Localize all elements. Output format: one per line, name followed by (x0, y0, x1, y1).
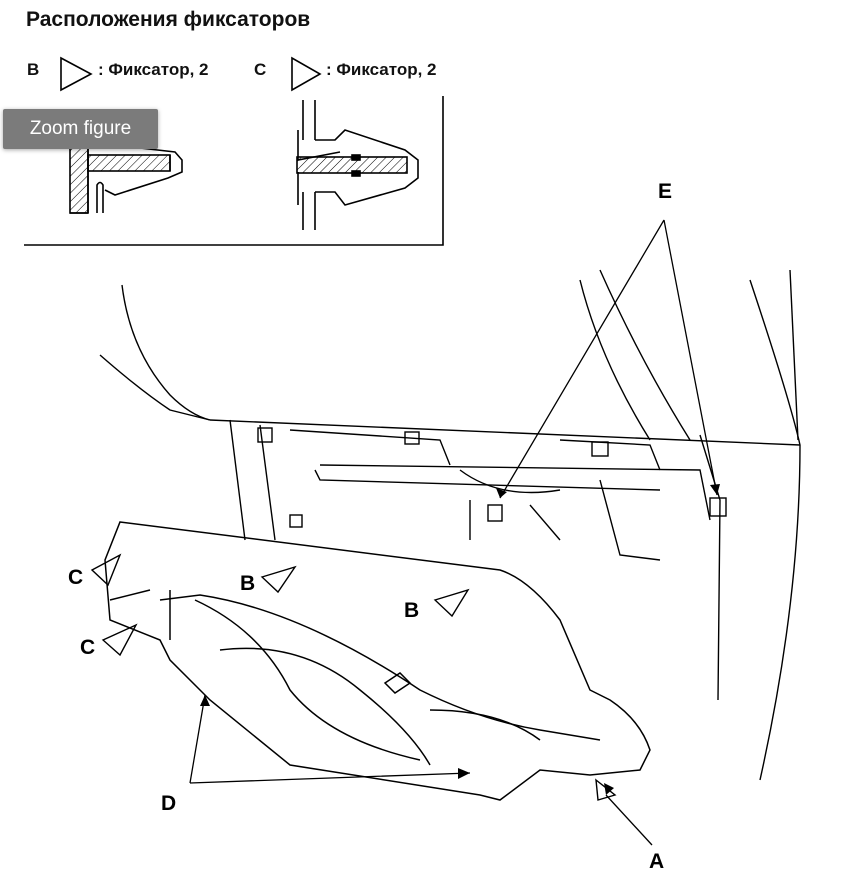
leader-lines (189, 219, 718, 846)
clip-markers (90, 553, 617, 801)
callout-b: B (404, 599, 420, 622)
door-trim-panel (104, 521, 651, 801)
callout-b: B (240, 572, 256, 595)
inset-frame (24, 96, 444, 246)
callout-d: D (161, 792, 177, 815)
legend-b-text: : Фиксатор, 2 (98, 60, 209, 79)
legend-c-text: : Фиксатор, 2 (326, 60, 437, 79)
zoom-figure-button[interactable]: Zoom figure (3, 109, 158, 149)
arrowheads (200, 484, 720, 795)
clip-c-detail (296, 100, 419, 230)
legend-c-letter: C (254, 60, 267, 79)
callout-a: A (649, 850, 665, 873)
clip-triangle-icon (60, 56, 93, 92)
clip-b-detail (69, 140, 183, 214)
callout-e: E (658, 180, 673, 203)
figure-title: Расположения фиксаторов (26, 8, 311, 31)
clip-triangle-icon (291, 56, 322, 92)
legend-b-letter: B (27, 60, 40, 79)
callout-c: C (80, 636, 96, 659)
callout-c: C (68, 566, 84, 589)
door-frame-lines (99, 269, 801, 781)
